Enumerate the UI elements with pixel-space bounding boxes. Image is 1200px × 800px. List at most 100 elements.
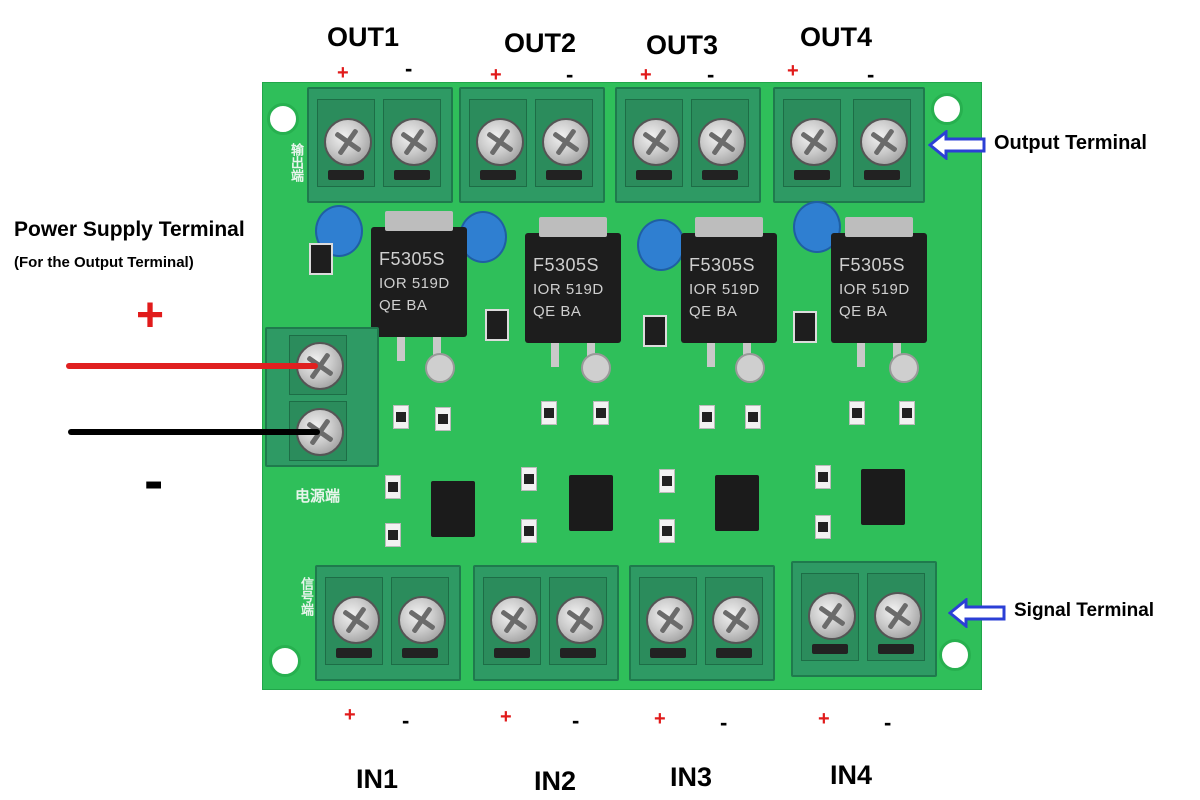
mosfet-part-line1: F5305S (689, 255, 756, 275)
power-supply-subtitle: (For the Output Terminal) (14, 254, 194, 271)
power-minus-sign: - (144, 448, 164, 513)
terminal-cell (691, 99, 749, 187)
in2-label: IN2 (534, 766, 577, 796)
out2-plus-sign: + (490, 64, 502, 86)
out3-label: OUT3 (646, 30, 719, 60)
screw-icon (790, 118, 838, 166)
optocoupler-chip-3 (715, 475, 759, 531)
wire-slot (494, 648, 530, 658)
diode (793, 311, 817, 343)
wire-slot (560, 648, 596, 658)
in2-plus-sign: + (500, 706, 512, 728)
wire-slot (716, 648, 752, 658)
terminal-cell (383, 99, 441, 187)
out3-plus-sign: + (640, 64, 652, 86)
diode (485, 309, 509, 341)
input-terminal-block-4 (791, 561, 937, 677)
mount-hole-bottom-right (939, 639, 971, 671)
wire-slot (546, 170, 582, 180)
out2-minus-sign: - (566, 62, 574, 87)
smd-resistor (815, 515, 831, 539)
terminal-cell (549, 577, 607, 665)
wire-slot (480, 170, 516, 180)
wire-slot (336, 648, 372, 658)
mosfet-part-line3: QE BA (379, 297, 428, 314)
in4-label: IN4 (830, 760, 873, 790)
terminal-cell (853, 99, 911, 187)
smd-resistor (385, 523, 401, 547)
mosfet-part-line2: IOR 519D (839, 281, 910, 298)
in3-minus-sign: - (720, 710, 728, 735)
in4-plus-sign: + (818, 708, 830, 730)
terminal-cell (535, 99, 593, 187)
smd-resistor (815, 465, 831, 489)
wire-slot (394, 170, 430, 180)
terminal-cell (639, 577, 697, 665)
mount-hole-top-right (931, 93, 963, 125)
smd-resistor (593, 401, 609, 425)
mosfet-part-line1: F5305S (533, 255, 600, 275)
capacitor (637, 219, 685, 271)
power-supply-title: Power Supply Terminal (14, 218, 245, 241)
smd-resistor (659, 519, 675, 543)
wire-slot (812, 644, 848, 654)
power-wire-positive (66, 363, 318, 369)
solder-pad (889, 353, 919, 383)
wire-slot (878, 644, 914, 654)
wire-slot (636, 170, 672, 180)
mosfet-chip-3: F5305S IOR 519D QE BA (681, 217, 777, 367)
mosfet-part-line3: QE BA (533, 303, 582, 320)
diode (309, 243, 333, 275)
terminal-cell (391, 577, 449, 665)
mosfet-tab (385, 211, 453, 231)
mosfet-driver-board: 输出端 F5305S IOR 519D QE BA F5305S IOR 519… (262, 82, 982, 690)
wire-slot (794, 170, 830, 180)
out4-label: OUT4 (800, 22, 873, 52)
capacitor (459, 211, 507, 263)
in2-minus-sign: - (572, 708, 580, 733)
mosfet-part-line1: F5305S (839, 255, 906, 275)
mosfet-part-line2: IOR 519D (689, 281, 760, 298)
screw-icon (698, 118, 746, 166)
mosfet-chip-2: F5305S IOR 519D QE BA (525, 217, 621, 367)
solder-pad (735, 353, 765, 383)
smd-resistor (393, 405, 409, 429)
wire-slot (702, 170, 738, 180)
output-terminal-block-4 (773, 87, 925, 203)
optocoupler-chip-4 (861, 469, 905, 525)
mosfet-part-line2: IOR 519D (533, 281, 604, 298)
in1-label: IN1 (356, 764, 399, 794)
out4-minus-sign: - (867, 62, 875, 87)
screw-icon (712, 596, 760, 644)
in3-plus-sign: + (654, 708, 666, 730)
output-terminal-label: Output Terminal (994, 132, 1147, 154)
screw-icon (646, 596, 694, 644)
screw-icon (324, 118, 372, 166)
screw-icon (542, 118, 590, 166)
screw-icon (332, 596, 380, 644)
wire-slot (864, 170, 900, 180)
out3-minus-sign: - (707, 62, 715, 87)
smd-resistor (521, 467, 537, 491)
terminal-cell (317, 99, 375, 187)
smd-resistor (849, 401, 865, 425)
silk-output-label: 输出端 (289, 143, 304, 182)
optocoupler-chip-2 (569, 475, 613, 531)
smd-resistor (521, 519, 537, 543)
signal-terminal-label: Signal Terminal (1014, 600, 1155, 621)
mosfet-chip-4: F5305S IOR 519D QE BA (831, 217, 927, 367)
terminal-cell (705, 577, 763, 665)
mosfet-chip-1: F5305S IOR 519D QE BA (371, 211, 467, 361)
solder-pad (581, 353, 611, 383)
smd-resistor (541, 401, 557, 425)
terminal-cell (783, 99, 841, 187)
in1-minus-sign: - (402, 708, 410, 733)
screw-icon (476, 118, 524, 166)
mosfet-part-line2: IOR 519D (379, 275, 450, 292)
mosfet-tab (845, 217, 913, 237)
terminal-cell (483, 577, 541, 665)
smd-resistor (899, 401, 915, 425)
solder-pad (425, 353, 455, 383)
terminal-cell (867, 573, 925, 661)
input-terminal-block-3 (629, 565, 775, 681)
